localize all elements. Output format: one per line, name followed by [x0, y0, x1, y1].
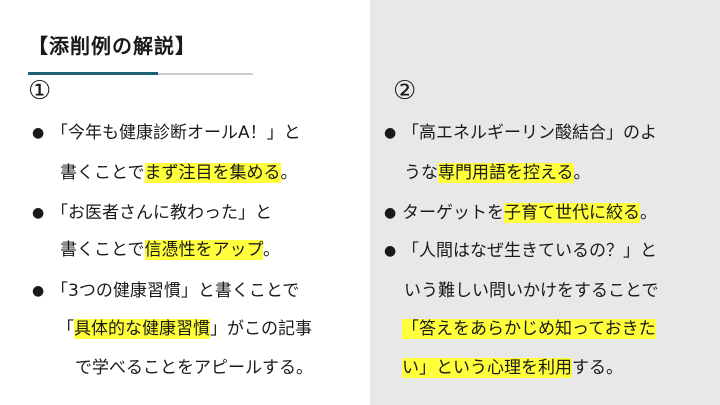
- s1-item3-line1: 「3つの健康習慣」と書くことで: [51, 281, 300, 301]
- s1-item2-line1: 「お医者さんに教わった」と: [51, 203, 272, 223]
- highlight: まず注目を集める: [144, 163, 281, 183]
- section-1-number: ①: [28, 76, 52, 106]
- s1-item1-line2: 書くことでまず注目を集める。: [60, 163, 298, 183]
- bullet: ●: [32, 205, 45, 221]
- highlight: 具体的な健康習慣: [74, 319, 210, 339]
- bullet: ●: [384, 205, 397, 221]
- title-underline-accent: [28, 72, 158, 75]
- s2-item3-line1: 「人間はなぜ生きているの？」と: [402, 241, 657, 261]
- s1-item1-line1: 「今年も健康診断オールA！」と: [51, 123, 301, 143]
- s2-item3-line4: い」という心理を利用する。: [402, 358, 623, 378]
- s2-item2-line1: ターゲットを子育て世代に絞る。: [402, 203, 657, 223]
- bullet: ●: [384, 125, 397, 141]
- highlight: 「答えをあらかじめ知っておきた: [402, 319, 656, 339]
- s1-item3-line3: で学べることをアピールする。: [75, 358, 313, 378]
- bullet: ●: [32, 283, 45, 299]
- highlight: 専門用語を控える: [438, 163, 574, 183]
- s2-item1-line2: うな専門用語を控える。: [404, 163, 591, 183]
- s1-item3-line2: 「具体的な健康習慣」がこの記事: [57, 319, 312, 339]
- page-title: 【添削例の解説】: [28, 34, 196, 58]
- s1-item2-line2: 書くことで信憑性をアップ。: [60, 240, 280, 260]
- highlight: い」という心理を利用: [402, 358, 572, 378]
- highlight: 子育て世代に絞る: [504, 203, 640, 223]
- s2-item1-line1: 「高エネルギーリン酸結合」のよ: [402, 123, 657, 143]
- s2-item3-line2: いう難しい問いかけをすることで: [404, 281, 659, 301]
- highlight: 信憑性をアップ: [144, 240, 263, 260]
- bullet: ●: [32, 125, 45, 141]
- bullet: ●: [384, 243, 397, 259]
- s2-item3-line3: 「答えをあらかじめ知っておきた: [402, 316, 656, 342]
- section-2-number: ②: [393, 76, 417, 106]
